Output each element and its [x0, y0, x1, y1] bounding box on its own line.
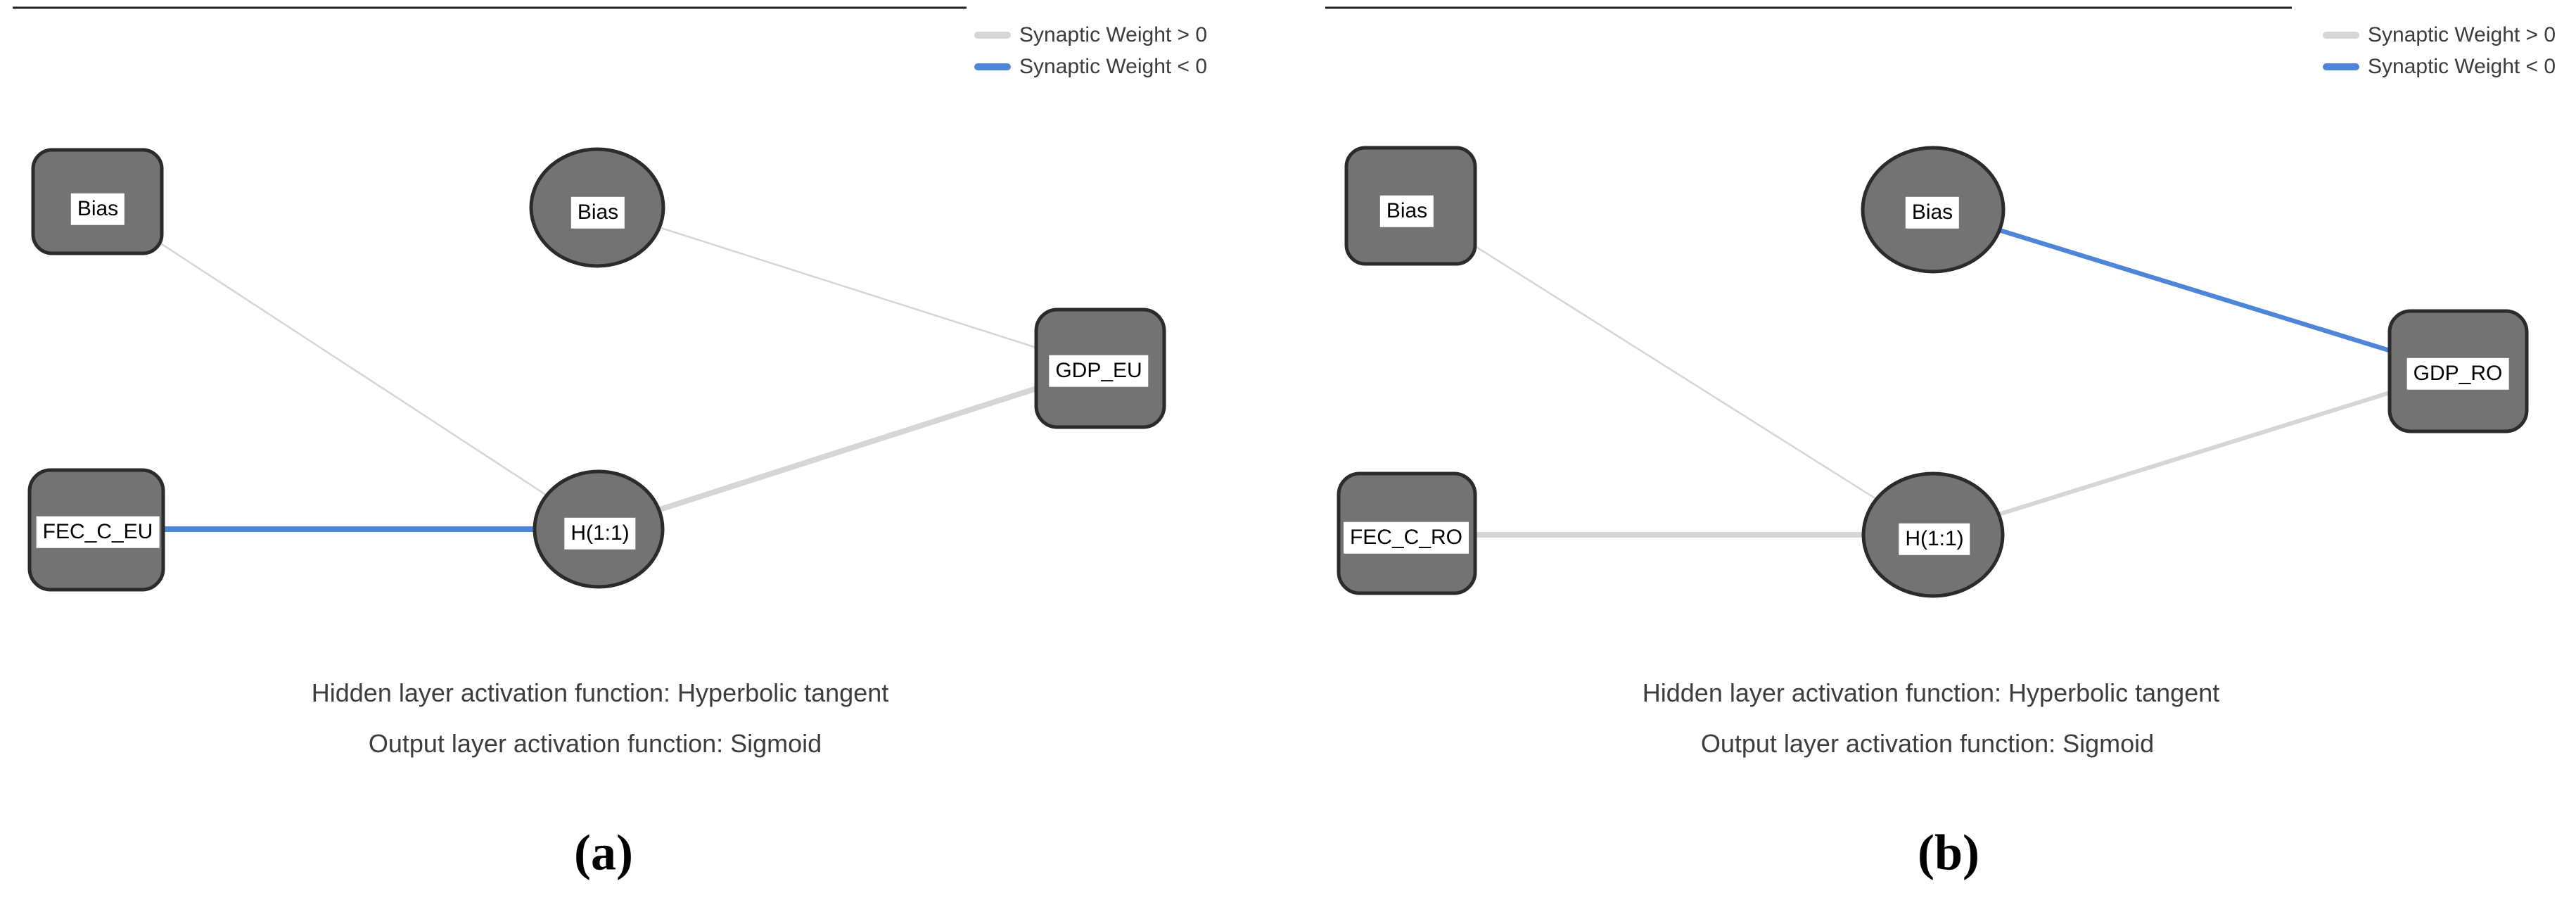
- legend-row-negative: Synaptic Weight < 0: [974, 55, 1207, 79]
- panel-a-graph: [13, 6, 1166, 592]
- legend-row-negative: Synaptic Weight < 0: [2323, 55, 2556, 79]
- node-label-hidden: H(1:1): [564, 517, 636, 550]
- hidden-activation-note: Hidden layer activation function: Hyperb…: [1642, 678, 2220, 707]
- node-label-bias-input: Bias: [70, 193, 125, 225]
- output-activation-note: Output layer activation function: Sigmoi…: [368, 729, 822, 758]
- node-label-bias-hidden: Bias: [1905, 196, 1960, 229]
- panel-b-legend: Synaptic Weight > 0 Synaptic Weight < 0: [2323, 23, 2556, 79]
- node-label-input: FEC_C_RO: [1343, 521, 1469, 554]
- node-label-bias-hidden: Bias: [570, 196, 625, 229]
- edge-b-bias-hidden-to-output: [1932, 207, 2459, 374]
- panel-b-caption: (b): [1918, 824, 1979, 881]
- negative-weight-line-icon: [974, 63, 1011, 70]
- positive-weight-line-icon: [974, 32, 1011, 39]
- legend-row-positive: Synaptic Weight > 0: [974, 23, 1207, 47]
- legend-label: Synaptic Weight < 0: [1019, 55, 1208, 78]
- panel-b-graph: [1325, 6, 2529, 598]
- legend-label: Synaptic Weight > 0: [1019, 23, 1208, 46]
- legend-row-positive: Synaptic Weight > 0: [2323, 23, 2556, 47]
- edge-a-bias-hidden-to-output: [597, 206, 1101, 369]
- edge-b-hidden-to-output: [1932, 369, 2459, 537]
- node-label-bias-input: Bias: [1379, 195, 1434, 227]
- node-label-input: FEC_C_EU: [36, 516, 160, 548]
- hidden-activation-note: Hidden layer activation function: Hyperb…: [311, 678, 889, 707]
- node-label-hidden: H(1:1): [1899, 523, 1970, 555]
- node-label-output: GDP_RO: [2406, 357, 2509, 390]
- legend-label: Synaptic Weight > 0: [2368, 23, 2556, 46]
- legend-label: Synaptic Weight < 0: [2368, 55, 2556, 78]
- output-activation-note: Output layer activation function: Sigmoi…: [1700, 729, 2155, 758]
- panel-a-legend: Synaptic Weight > 0 Synaptic Weight < 0: [974, 23, 1207, 79]
- edge-a-bias-input-to-hidden: [96, 201, 599, 531]
- negative-weight-line-icon: [2323, 63, 2359, 70]
- positive-weight-line-icon: [2323, 32, 2359, 39]
- edge-b-bias-input-to-hidden: [1410, 204, 1934, 536]
- panel-a-caption: (a): [574, 824, 633, 881]
- edge-a-hidden-to-output: [597, 365, 1102, 532]
- node-label-output: GDP_EU: [1049, 355, 1149, 387]
